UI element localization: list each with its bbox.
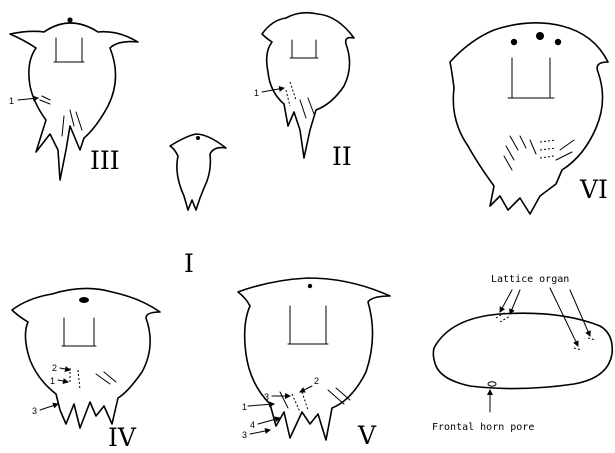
label-4-stage-v: 4 (250, 420, 255, 430)
label-3-stage-v-lower: 3 (242, 430, 247, 440)
stage-iv-drawing: 2 1 3 IV (12, 288, 160, 452)
stage-iii-drawing: 1 III (9, 17, 138, 180)
label-3-stage-iv: 3 (32, 406, 37, 416)
label-1-stage-v: 1 (242, 402, 247, 412)
stage-ii-drawing: 1 II (254, 13, 354, 171)
stage-label-v: V (357, 421, 377, 450)
stage-i-drawing: I (170, 134, 226, 278)
stage-label-iii: III (90, 146, 120, 175)
stage-label-i: I (184, 249, 194, 278)
stage-label-iv: IV (108, 423, 137, 452)
label-1-stage-ii: 1 (254, 88, 259, 98)
frontal-horn-pore-label: Frontal horn pore (432, 422, 534, 433)
stage-label-vi: VI (579, 175, 608, 204)
label-2-stage-iv: 2 (52, 363, 57, 373)
stage-v-drawing: 2 3 1 4 3 V (238, 278, 390, 450)
carapace-detail-drawing: Lattice organ Frontal horn pore (432, 274, 612, 433)
label-3-stage-v-upper: 3 (264, 392, 269, 402)
label-2-stage-v: 2 (314, 376, 319, 386)
stage-label-ii: II (332, 142, 352, 171)
label-1-stage-iii: 1 (9, 96, 14, 106)
label-1-stage-iv: 1 (50, 376, 55, 386)
lattice-organ-label: Lattice organ (491, 274, 569, 285)
stage-vi-drawing: VI (450, 23, 608, 214)
